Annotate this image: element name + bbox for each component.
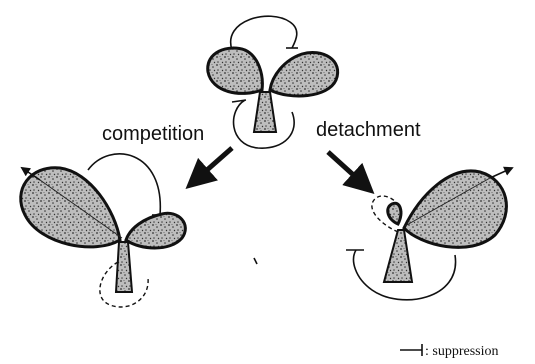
detachment-label: detachment [316, 119, 421, 141]
left-hypocotyl [116, 242, 132, 292]
right-large-leaf [404, 171, 506, 247]
right-hypocotyl [384, 230, 412, 282]
detachment-transition-arrow [328, 152, 370, 190]
left-small-leaf [126, 213, 185, 248]
top-hypocotyl [254, 92, 276, 132]
competition-transition-arrow [190, 148, 232, 185]
left-large-leaf [21, 168, 120, 247]
legend: : suppression [400, 344, 499, 359]
right-small-leaf [388, 203, 401, 224]
competition-label: competition [102, 123, 204, 145]
right-growth-arrow [490, 168, 512, 178]
left-seedling [21, 154, 186, 307]
stray-mark [254, 258, 257, 264]
legend-label: : suppression [425, 344, 499, 359]
top-right-leaf [270, 52, 338, 96]
top-suppression-arc [231, 16, 297, 50]
bottom-suppression-bar [232, 100, 246, 102]
top-left-leaf [208, 48, 263, 93]
